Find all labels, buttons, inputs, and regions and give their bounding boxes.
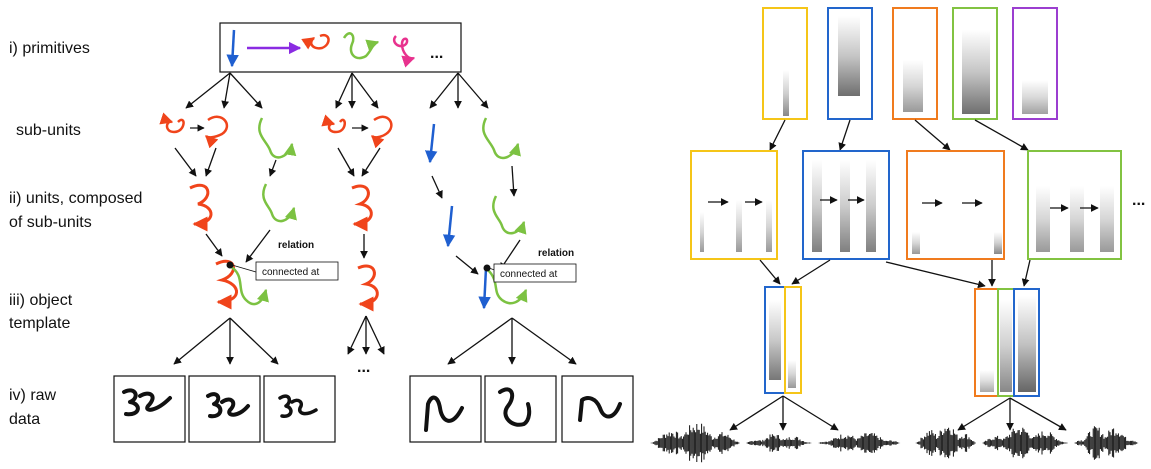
subunits-group-3 <box>424 117 521 164</box>
speech-primitive-arrows <box>769 119 1029 151</box>
group-1-template-arrows <box>205 229 271 263</box>
label-object-line1: iii) object <box>9 292 73 309</box>
label-raw-line2: data <box>9 411 41 428</box>
relation-value-2: connected at <box>500 269 557 280</box>
label-primitives: i) primitives <box>9 40 90 57</box>
speech-unit-orange <box>906 150 1005 260</box>
speech-unit-green <box>1027 150 1122 260</box>
label-units-line2: of sub-units <box>9 214 92 231</box>
group-3-raw-arrows <box>447 317 577 365</box>
waveform <box>818 433 901 453</box>
group-2-raw-arrows <box>347 315 385 355</box>
label-units-line1: ii) units, composed <box>9 190 143 207</box>
label-raw-line1: iv) raw <box>9 387 57 404</box>
relation-box-2 <box>493 263 577 283</box>
group-2-ellipsis: ... <box>357 359 370 376</box>
subunits-group-1 <box>159 112 297 159</box>
label-object-line2: template <box>9 315 71 332</box>
group-3-unit-arrows <box>431 165 518 199</box>
speech-waveform-arrows <box>729 395 1067 431</box>
unit-group-3 <box>442 195 527 248</box>
primitives-ellipsis: ... <box>430 45 443 62</box>
group-1-raw-arrows <box>173 317 279 365</box>
speech-primitive-green <box>952 7 998 120</box>
speech-unit-yellow <box>690 150 778 260</box>
relation-box-1 <box>255 261 339 281</box>
relation-value-1: connected at <box>262 267 319 278</box>
raw-data-box-3 <box>263 375 336 443</box>
waveform <box>982 427 1068 459</box>
speech-primitive-blue <box>827 7 873 120</box>
waveform <box>915 427 976 459</box>
primitives-box: ... <box>219 22 462 73</box>
raw-data-box-6 <box>561 375 634 443</box>
unit-group-2 <box>351 184 373 232</box>
label-subunits: sub-units <box>16 122 81 139</box>
speech-waveforms <box>650 423 1139 463</box>
waveform <box>1074 426 1139 460</box>
primitive-stroke-blue <box>226 29 239 68</box>
speech-template-2 <box>974 288 1040 397</box>
primitive-stroke-red <box>301 33 330 50</box>
speech-primitive-yellow <box>762 7 808 120</box>
group-1-unit-arrows <box>174 147 277 177</box>
raw-data-box-2 <box>188 375 261 443</box>
speech-unit-arrows <box>759 259 1031 289</box>
waveform <box>650 423 740 463</box>
subunits-group-2 <box>321 114 393 149</box>
group-2-unit-arrows <box>337 147 381 177</box>
speech-primitive-purple <box>1012 7 1058 120</box>
primitive-fanout-arrows <box>185 72 489 109</box>
speech-unit-blue <box>802 150 890 260</box>
primitive-stroke-pink <box>392 35 416 68</box>
primitive-stroke-green <box>342 32 380 60</box>
relation-title-1: relation <box>278 240 314 251</box>
raw-data-box-4 <box>409 375 482 443</box>
speech-template-1 <box>764 286 802 394</box>
speech-units-ellipsis: ... <box>1132 192 1145 209</box>
relation-title-2: relation <box>538 248 574 259</box>
waveform <box>746 434 812 452</box>
object-template-2 <box>357 264 379 312</box>
unit-group-1 <box>189 183 297 232</box>
raw-data-box-1 <box>113 375 186 443</box>
speech-primitive-orange <box>892 7 938 120</box>
raw-data-box-5 <box>484 375 557 443</box>
object-template-1 <box>215 259 269 310</box>
